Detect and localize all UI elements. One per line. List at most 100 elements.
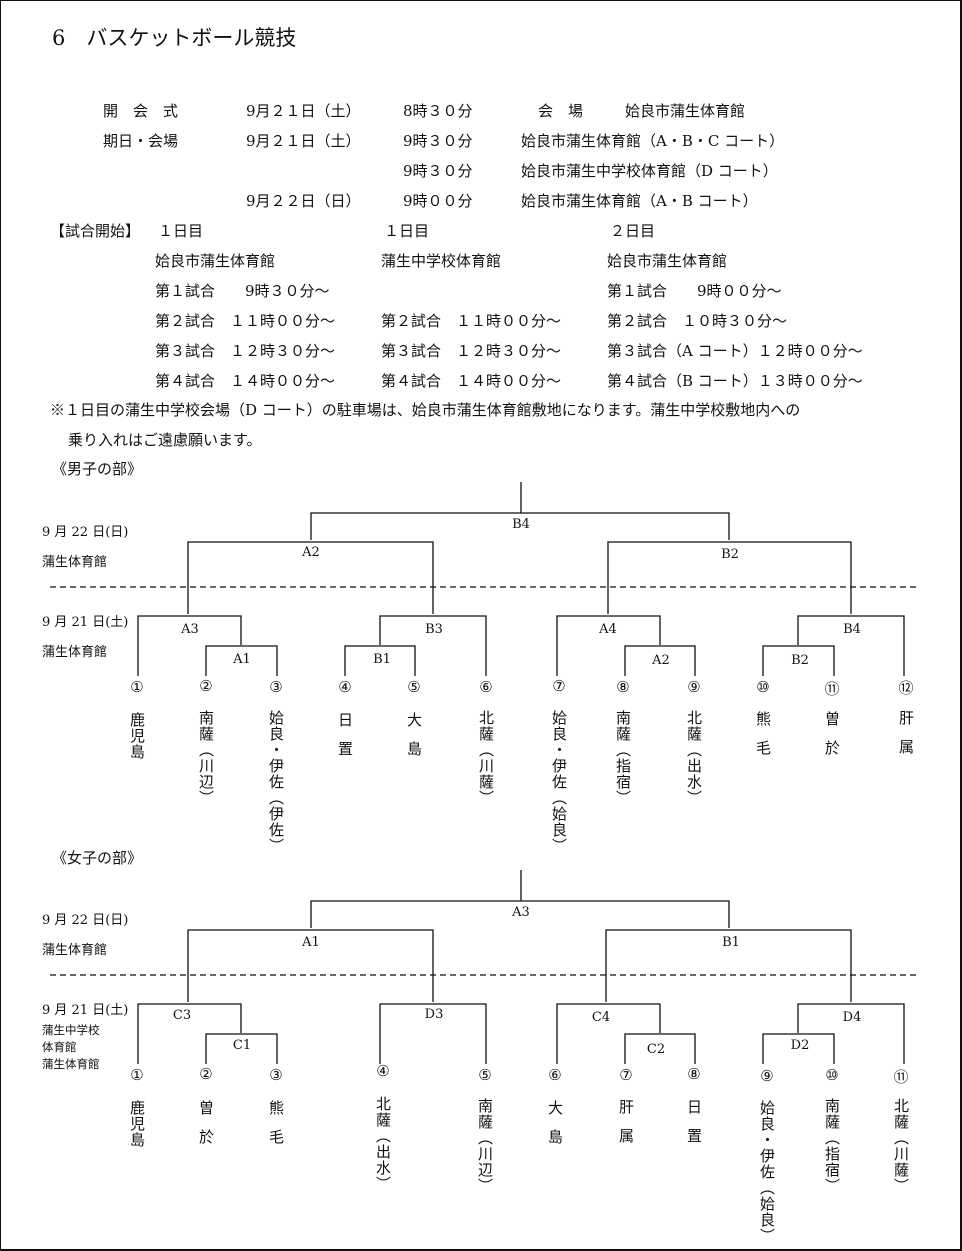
women-team-7: 肝属 <box>617 1099 635 1157</box>
men-round1-2-game: B1 <box>373 652 391 667</box>
men-day1-label: 9 月 21 日(土) <box>42 615 129 630</box>
women-seed-8: ⑧ <box>687 1065 701 1083</box>
men-seed-3: ③ <box>269 678 283 696</box>
women-round1-3-game: C2 <box>646 1042 666 1057</box>
opening-date: 9月２１日（土） <box>246 102 361 120</box>
men-team-10: 熊毛 <box>754 711 772 769</box>
start-col3-row3: 第３試合（A コート）１２時００分～ <box>607 342 863 360</box>
women-quarter-3-game: C4 <box>591 1010 611 1025</box>
women-team-6: 大島 <box>546 1100 564 1158</box>
women-quarter-2-game: D3 <box>424 1007 444 1022</box>
period-time-3: 9時００分 <box>403 192 473 210</box>
women-day1-label: 9 月 21 日(土) <box>42 1003 129 1018</box>
opening-label: 開 会 式 <box>103 102 179 120</box>
start-col1-day: １日目 <box>158 222 204 240</box>
start-col3-day: ２日目 <box>610 222 656 240</box>
start-col3-row1: 第１試合 9時００分～ <box>607 282 782 300</box>
women-day1-venue-1: 蒲生中学校 <box>42 1023 100 1037</box>
women-day1-venue-3: 蒲生体育館 <box>42 1057 100 1071</box>
start-col2-row3: 第３試合 １２時３０分～ <box>381 342 562 360</box>
period-time-1: 9時３０分 <box>403 132 473 150</box>
men-team-5: 大島 <box>405 712 423 770</box>
start-col1-row4: 第４試合 １４時００分～ <box>155 372 336 390</box>
parking-note-line2: 乗り入れはご遠慮願います。 <box>68 431 262 449</box>
women-round1-1-game: C1 <box>232 1038 252 1053</box>
men-seed-10: ⑩ <box>756 678 770 696</box>
men-final-game: B4 <box>512 517 530 532</box>
women-team-8: 日置 <box>685 1099 703 1157</box>
opening-venue: 姶良市蒲生体育館 <box>625 102 746 120</box>
men-team-1: 鹿児島 <box>128 712 146 760</box>
men-seed-7: ⑦ <box>552 677 566 695</box>
women-seed-7: ⑦ <box>619 1066 633 1084</box>
women-team-1: 鹿児島 <box>128 1100 146 1148</box>
women-seed-1: ① <box>130 1066 144 1084</box>
opening-time: 8時３０分 <box>403 102 473 120</box>
men-team-6: 北薩︵川薩︶ <box>477 710 495 806</box>
men-seed-2: ② <box>199 677 213 695</box>
women-team-3: 熊毛 <box>267 1100 285 1158</box>
men-quarter-3-game: A4 <box>599 622 617 637</box>
start-col3-venue: 姶良市蒲生体育館 <box>607 252 728 270</box>
period-venue-1: 姶良市蒲生体育館（A・B・C コート） <box>521 132 785 150</box>
start-col1-row1: 第１試合 9時３０分～ <box>155 282 330 300</box>
men-team-7: 姶良・伊佐︵姶良︶ <box>550 710 568 854</box>
women-team-4: 北薩︵出水︶ <box>374 1096 392 1192</box>
men-semi-right-game: B2 <box>721 547 739 562</box>
women-semi-left-game: A1 <box>302 935 320 950</box>
women-final-game: A3 <box>512 905 530 920</box>
start-col1-row2: 第２試合 １１時００分～ <box>155 312 336 330</box>
women-day2-venue: 蒲生体育館 <box>42 943 108 958</box>
start-col3-row4: 第４試合（B コート）１３時００分～ <box>607 372 863 390</box>
men-seed-5: ⑤ <box>407 678 421 696</box>
period-venue-2: 姶良市蒲生中学校体育館（D コート） <box>521 162 778 180</box>
men-team-8: 南薩︵指宿︶ <box>614 710 632 806</box>
men-round1-4-game: B2 <box>791 653 809 668</box>
women-team-2: 曽於 <box>197 1100 215 1158</box>
men-team-9: 北薩︵出水︶ <box>685 710 703 806</box>
start-col1-row3: 第３試合 １２時３０分～ <box>155 342 336 360</box>
women-semi-right-game: B1 <box>722 935 740 950</box>
men-round1-1-game: A1 <box>233 652 251 667</box>
section-title: 6 バスケットボール競技 <box>52 26 297 50</box>
women-seed-3: ③ <box>269 1066 283 1084</box>
men-day2-label: 9 月 22 日(日) <box>42 525 129 540</box>
start-col2-venue: 蒲生中学校体育館 <box>381 252 502 270</box>
men-quarter-2-game: B3 <box>425 622 443 637</box>
start-col2-day: １日目 <box>384 222 430 240</box>
women-seed-6: ⑥ <box>548 1066 562 1084</box>
start-col2-row2: 第２試合 １１時００分～ <box>381 312 562 330</box>
men-team-4: 日置 <box>336 712 354 770</box>
men-seed-8: ⑧ <box>616 678 630 696</box>
women-team-10: 南薩︵指宿︶ <box>823 1098 841 1194</box>
men-seed-11: ⑪ <box>824 680 840 698</box>
men-semi-left-game: A2 <box>302 545 320 560</box>
women-seed-10: ⑩ <box>825 1066 839 1084</box>
women-quarter-1-game: C3 <box>172 1008 192 1023</box>
parking-note-line1: ※１日目の蒲生中学校会場（D コート）の駐車場は、姶良市蒲生体育館敷地になります… <box>50 401 801 419</box>
men-team-3: 姶良・伊佐︵伊佐︶ <box>267 710 285 854</box>
women-day1-venue-2: 体育館 <box>42 1040 77 1054</box>
start-col3-row2: 第２試合 １０時３０分～ <box>607 312 788 330</box>
women-team-9: 姶良・伊佐︵姶良︶ <box>758 1100 776 1244</box>
women-seed-9: ⑨ <box>760 1067 774 1085</box>
women-section-title: 《女子の部》 <box>52 849 143 867</box>
women-team-11: 北薩︵川薩︶ <box>892 1098 910 1194</box>
men-team-11: 曽於 <box>823 711 841 769</box>
men-section-title: 《男子の部》 <box>52 460 143 478</box>
men-day2-venue: 蒲生体育館 <box>42 555 108 570</box>
period-date-1: 9月２１日（土） <box>246 132 361 150</box>
period-venue-3: 姶良市蒲生体育館（A・B コート） <box>521 192 758 210</box>
men-quarter-1-game: A3 <box>181 622 199 637</box>
period-time-2: 9時３０分 <box>403 162 473 180</box>
women-seed-2: ② <box>199 1065 213 1083</box>
period-date-3: 9月２２日（日） <box>246 192 361 210</box>
period-label: 期日・会場 <box>103 132 179 150</box>
women-quarter-4-game: D4 <box>842 1010 862 1025</box>
men-seed-1: ① <box>130 678 144 696</box>
opening-venue-label: 会 場 <box>538 102 584 120</box>
women-seed-4: ④ <box>376 1062 390 1080</box>
men-seed-4: ④ <box>338 678 352 696</box>
women-seed-5: ⑤ <box>478 1066 492 1084</box>
